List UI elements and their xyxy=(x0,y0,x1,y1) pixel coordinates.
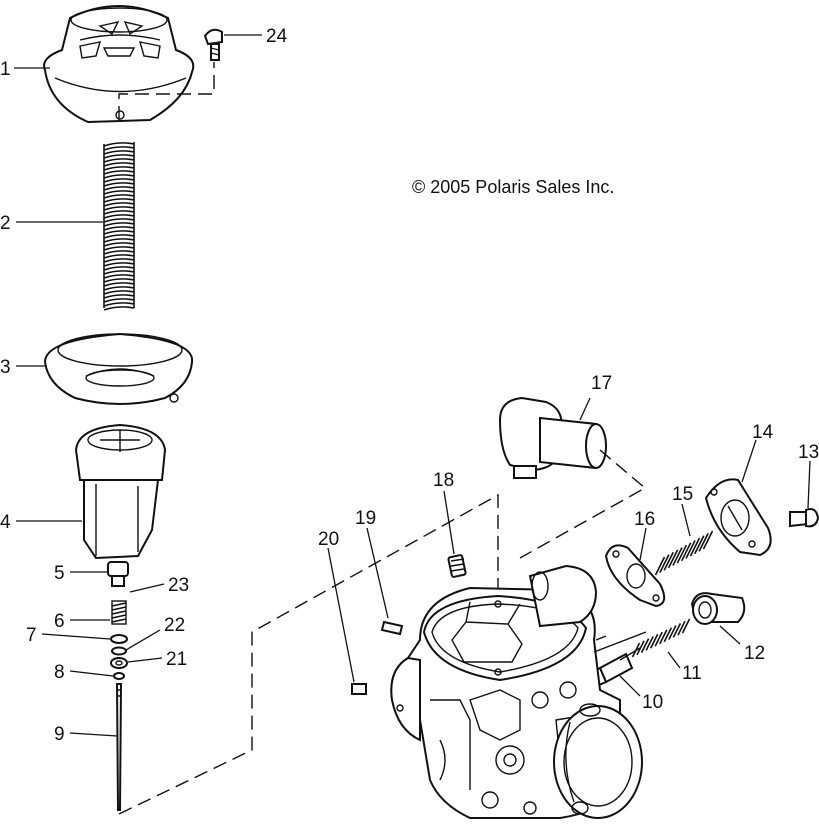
part-14-cover xyxy=(704,478,772,557)
callout-labels: 1 24 2 3 4 5 23 6 7 22 21 8 9 17 18 19 2… xyxy=(0,26,819,745)
callout-21: 21 xyxy=(166,649,187,670)
callout-15: 15 xyxy=(672,484,693,505)
part-21-washer xyxy=(110,657,128,669)
callout-1: 1 xyxy=(0,59,11,80)
assembly-line xyxy=(118,493,499,815)
part-12-nut xyxy=(690,592,746,625)
part-18-spring-cap xyxy=(447,554,467,578)
part-20-screw xyxy=(351,683,367,695)
callout-24: 24 xyxy=(266,26,288,47)
leader-lines xyxy=(14,34,811,737)
callout-4: 4 xyxy=(0,512,11,533)
carburetor-body xyxy=(390,564,643,819)
callout-16: 16 xyxy=(634,509,655,530)
part-6-washer xyxy=(110,634,128,644)
part-15-spring xyxy=(654,530,714,576)
callout-18: 18 xyxy=(433,470,454,491)
part-11-spring xyxy=(631,618,691,658)
part-16-gasket xyxy=(604,544,666,608)
part-3-diaphragm xyxy=(43,332,194,405)
part-13-screw xyxy=(789,508,819,528)
callout-6: 6 xyxy=(54,611,65,632)
callout-12: 12 xyxy=(744,643,765,664)
callout-5: 5 xyxy=(54,563,65,584)
callout-22: 22 xyxy=(164,615,185,636)
part-19-screw xyxy=(380,620,404,636)
part-4-slide-valve xyxy=(74,423,167,560)
part-8-clip xyxy=(113,672,125,680)
part-2-spring xyxy=(103,142,135,311)
callout-11: 11 xyxy=(682,663,702,684)
callout-9: 9 xyxy=(54,724,65,745)
callout-14: 14 xyxy=(752,422,774,443)
callout-3: 3 xyxy=(0,357,11,378)
part-23-spring xyxy=(111,600,127,625)
callout-13: 13 xyxy=(798,442,819,463)
callout-7: 7 xyxy=(26,625,37,646)
copyright-notice: © 2005 Polaris Sales Inc. xyxy=(412,177,614,197)
part-5-needle-holder xyxy=(107,561,129,587)
assembly-line-cover xyxy=(118,62,215,120)
callout-10: 10 xyxy=(642,692,663,713)
callout-17: 17 xyxy=(591,373,612,394)
part-24-screw xyxy=(203,28,223,61)
callout-8: 8 xyxy=(54,662,65,683)
callout-20: 20 xyxy=(318,529,339,550)
callout-19: 19 xyxy=(355,508,376,529)
callout-2: 2 xyxy=(0,213,11,234)
part-17-elbow-fitting xyxy=(498,396,607,479)
part-9-jet-needle xyxy=(115,683,123,811)
part-1-top-cover xyxy=(43,5,195,124)
part-22-eclip xyxy=(111,646,127,656)
callout-23: 23 xyxy=(168,575,189,596)
